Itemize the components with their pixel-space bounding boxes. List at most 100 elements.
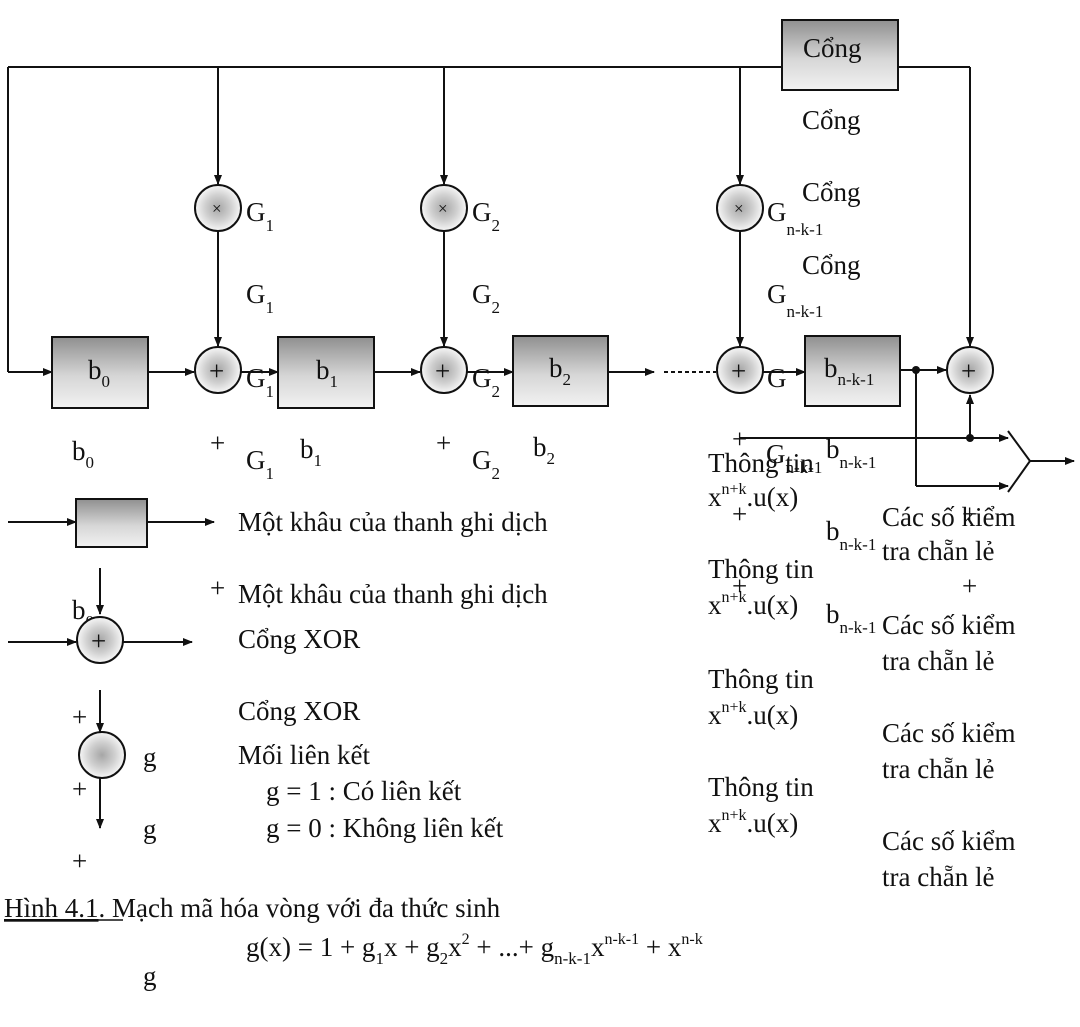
tap-label-g1: G1 [246, 197, 274, 235]
svg-text:Các số kiểm: Các số kiểm [882, 826, 1015, 856]
legend-shift-register: Một khâu của thanh ghi dịch [8, 498, 548, 548]
svg-text:Thông tin: Thông tin [708, 664, 814, 694]
stage-label-bn-k-1: bn-k-1 [826, 434, 876, 472]
tap-multiplier-g2: × [420, 184, 468, 232]
tap-label-echo: G2 [472, 445, 500, 483]
input-info-label: Thông tin xn+k.u(x) [708, 448, 814, 512]
xor-adder-3: + [716, 346, 764, 394]
svg-text:b2: b2 [549, 353, 571, 389]
parity-label: Các số kiểm tra chẵn lẻ [882, 502, 1015, 566]
tap-multiplier-gn-k-1: × [716, 184, 764, 232]
plus-mark: + [436, 428, 451, 458]
gate-label-echo: Cổng [802, 105, 861, 135]
svg-text:xn+k.u(x): xn+k.u(x) [708, 481, 798, 512]
xor-adder-output: + [946, 346, 994, 394]
svg-text:+: + [731, 356, 746, 386]
shift-register-stage-b0: b0 [51, 336, 149, 409]
tap-label-echo: G2 [472, 279, 500, 317]
tap-label-echo: G1 [246, 445, 274, 483]
stage-label-b1: b1 [300, 434, 322, 470]
tap-label-echo: G1 [246, 363, 274, 401]
legend-link: g Mối liên kết g = 1 : Có liên kết g = 0… [78, 690, 504, 843]
plus-mark: + [210, 428, 225, 458]
svg-text:Các số kiểm: Các số kiểm [882, 502, 1015, 532]
svg-text:g = 1 : Có liên kết: g = 1 : Có liên kết [266, 776, 462, 806]
tap-label-echo: Gn-k-1 [767, 279, 823, 321]
tap-label-echo: G2 [472, 363, 500, 401]
svg-text:xn+k.u(x): xn+k.u(x) [708, 699, 798, 730]
shift-register-stage-b1: b1 [277, 336, 375, 409]
figure-caption: Hình 4.1. Mạch mã hóa vòng với đa thức s… [4, 893, 703, 968]
input-info-label-echo: Thông tin xn+k.u(x) [708, 772, 814, 838]
svg-text:tra chẵn lẻ: tra chẵn lẻ [882, 754, 994, 784]
svg-text:+: + [91, 626, 106, 656]
tap-label-echo: G [767, 363, 787, 393]
plus-mark: + [732, 424, 747, 454]
xor-adder-2: + [420, 346, 468, 394]
gate-label-echo: Cổng [802, 177, 861, 207]
svg-text:g = 0 : Không liên kết: g = 0 : Không liên kết [266, 813, 504, 843]
svg-text:Các số kiểm: Các số kiểm [882, 718, 1015, 748]
stage-label-b2: b2 [533, 432, 555, 468]
legend-echo: Cổng XOR [238, 696, 360, 726]
legend: Một khâu của thanh ghi dịch Một khâu của… [8, 498, 548, 991]
plus-mark: + [72, 774, 87, 804]
generator-polynomial: g(x) = 1 + g1x + g2x2 + ...+ gn-k-1xn-k-… [246, 931, 703, 968]
legend-xor: + Cổng XOR [8, 568, 360, 664]
svg-text:Mối liên kết: Mối liên kết [238, 740, 370, 770]
svg-text:tra chẵn lẻ: tra chẵn lẻ [882, 646, 994, 676]
svg-text:Các số kiểm: Các số kiểm [882, 610, 1015, 640]
plus-mark: + [72, 846, 87, 876]
xor-adder-1: + [194, 346, 242, 394]
svg-text:tra chẵn lẻ: tra chẵn lẻ [882, 536, 994, 566]
svg-text:b0: b0 [88, 355, 110, 391]
stage-label-echo: bn-k-1 [826, 516, 876, 554]
svg-text:×: × [734, 199, 744, 218]
plus-mark: + [72, 702, 87, 732]
junction-dot [912, 366, 920, 374]
svg-text:xn+k.u(x): xn+k.u(x) [708, 589, 798, 620]
tap-label-g2: G2 [472, 197, 500, 235]
legend-echo: g [143, 814, 157, 844]
input-info-label-echo: Thông tin xn+k.u(x) [708, 664, 814, 730]
junction-dot [966, 434, 974, 442]
svg-text:g: g [143, 742, 157, 772]
stage-label-echo: bn-k-1 [826, 599, 876, 637]
plus-mark: + [962, 571, 977, 601]
svg-text:tra chẵn lẻ: tra chẵn lẻ [882, 862, 994, 892]
data-path [148, 366, 1075, 493]
svg-text:Hình 4.1. Mạch mã hóa vòng vớ: Hình 4.1. Mạch mã hóa vòng với đa thức s… [4, 893, 501, 923]
gate-label: Cổng [803, 33, 862, 63]
tap-multiplier-g1: × [194, 184, 242, 232]
figure-number: Hình 4.1 [4, 893, 99, 923]
svg-text:Cổng XOR: Cổng XOR [238, 624, 360, 654]
svg-text:+: + [209, 356, 224, 386]
parity-label-echo: Các số kiểm tra chẵn lẻ [882, 718, 1015, 784]
svg-text:×: × [438, 199, 448, 218]
svg-text:×: × [212, 199, 222, 218]
svg-text:b1: b1 [316, 355, 338, 391]
svg-text:+: + [961, 356, 976, 386]
legend-echo: g [143, 961, 157, 991]
svg-text:xn+k.u(x): xn+k.u(x) [708, 807, 798, 838]
svg-text:Thông tin: Thông tin [708, 554, 814, 584]
svg-text:+: + [435, 356, 450, 386]
plus-mark: + [962, 499, 977, 529]
svg-text:bn-k-1: bn-k-1 [824, 353, 874, 389]
shift-register-stage-bn-k-1: bn-k-1 [804, 335, 901, 407]
svg-text:Một khâu của thanh ghi dịch: Một khâu của thanh ghi dịch [238, 507, 548, 537]
svg-text:Thông tin: Thông tin [708, 772, 814, 802]
tap-label-echo: G1 [246, 279, 274, 317]
stage-label-b0: b0 [72, 436, 94, 472]
gate-box: Cổng [781, 19, 899, 91]
parity-label-echo: Các số kiểm tra chẵn lẻ [882, 610, 1015, 676]
gate-label-echo: Cổng [802, 250, 861, 280]
legend-echo: Một khâu của thanh ghi dịch [238, 579, 548, 609]
parity-label-echo: Các số kiểm tra chẵn lẻ [882, 826, 1015, 892]
shift-register-stage-b2: b2 [512, 335, 609, 407]
input-info-label-echo: Thông tin xn+k.u(x) [708, 554, 814, 620]
plus-mark: + [732, 571, 747, 601]
plus-mark: + [210, 573, 225, 603]
svg-text:Thông tin: Thông tin [708, 448, 814, 478]
